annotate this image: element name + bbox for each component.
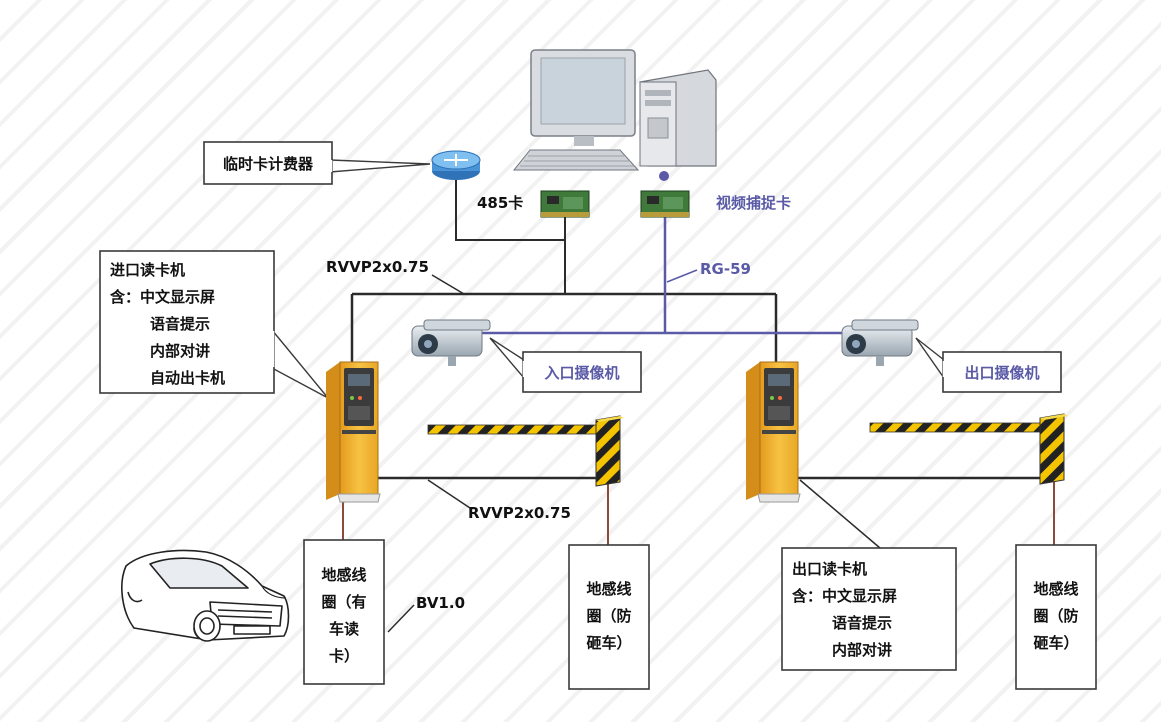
exit-kiosk — [746, 361, 801, 503]
loop-entry-detect: 地感线 圈（有 车读 卡） — [303, 539, 385, 685]
monitor-neck — [574, 136, 594, 146]
leader-exit-reader — [799, 479, 881, 549]
loop-entry-guard-line1: 地感线 — [586, 580, 631, 598]
entry-reader-box — [99, 250, 275, 394]
entry-reader-item4: 自动出卡机 — [150, 369, 225, 387]
loop-entry-detect-line4: 卡） — [329, 647, 359, 665]
loop-entry-guard-line3: 砸车） — [586, 634, 631, 652]
loop-exit-guard-line3: 砸车） — [1033, 634, 1078, 652]
exit-camera-box — [942, 351, 1062, 393]
keyboard-keys — [520, 155, 634, 167]
exit-camera — [841, 319, 919, 366]
entry-barrier — [427, 415, 624, 487]
exit-reader-includes: 含：中文显示屏 — [792, 587, 897, 605]
label-rg59: RG-59 — [700, 260, 751, 278]
meter-box — [203, 141, 333, 185]
exit-reader-title: 出口读卡机 — [792, 560, 867, 578]
label-video-capture-card: 视频捕捉卡 — [716, 194, 791, 212]
computer — [512, 49, 717, 181]
exit-barrier — [869, 413, 1068, 485]
label-485-card: 485卡 — [477, 194, 523, 212]
loop-entry-guard-line2: 圈（防 — [586, 607, 631, 625]
exit-reader-box — [781, 547, 957, 671]
keyboard — [512, 149, 640, 171]
loop-entry-detect-line3: 车读 — [329, 620, 359, 638]
entry-camera-box — [522, 351, 642, 393]
entry-reader-item3: 内部对讲 — [150, 342, 210, 360]
leader-bv — [387, 604, 415, 633]
meter-callout: 临时卡计费器 — [203, 141, 431, 185]
meter-label: 临时卡计费器 — [223, 155, 314, 173]
exit-camera-label: 出口摄像机 — [964, 364, 1039, 382]
entry-reader-item2: 语音提示 — [150, 315, 210, 333]
loop-entry-detect-line2: 圈（有 — [321, 593, 366, 611]
entry-camera — [411, 319, 491, 366]
label-rvvp-bottom: RVVP2x0.75 — [468, 504, 571, 522]
router-icon — [431, 150, 481, 180]
monitor-screen — [540, 57, 626, 125]
car-illustration — [121, 549, 290, 642]
label-rvvp-top: RVVP2x0.75 — [326, 258, 429, 276]
exit-reader-item2: 语音提示 — [832, 614, 892, 632]
board-video-capture — [640, 190, 690, 218]
entry-reader-includes: 含：中文显示屏 — [110, 288, 215, 306]
loop-exit-guard-line1: 地感线 — [1033, 580, 1078, 598]
entry-reader-title: 进口读卡机 — [110, 261, 185, 279]
entry-camera-callout: 入口摄像机 — [489, 337, 642, 393]
loop-entry-guard: 地感线 圈（防 砸车） — [568, 544, 650, 690]
entry-kiosk — [326, 361, 381, 503]
loop-entry-detect-line1: 地感线 — [321, 566, 366, 584]
leader-rvvp-top — [431, 274, 465, 295]
exit-reader-callout: 出口读卡机 含：中文显示屏 语音提示 内部对讲 — [781, 547, 957, 671]
loop-exit-guard: 地感线 圈（防 砸车） — [1015, 544, 1097, 690]
exit-reader-item3: 内部对讲 — [832, 641, 892, 659]
leader-rvvp-bottom — [427, 479, 471, 509]
loop-exit-guard-line2: 圈（防 — [1033, 607, 1078, 625]
entry-camera-label: 入口摄像机 — [544, 364, 619, 382]
exit-camera-callout: 出口摄像机 — [915, 337, 1062, 393]
wiring — [342, 178, 1055, 633]
capture-connector — [659, 171, 669, 181]
label-bv: BV1.0 — [416, 594, 465, 612]
leader-rg59 — [666, 269, 698, 283]
entry-reader-callout: 进口读卡机 含：中文显示屏 语音提示 内部对讲 自动出卡机 — [99, 250, 329, 399]
board-485 — [540, 190, 590, 218]
